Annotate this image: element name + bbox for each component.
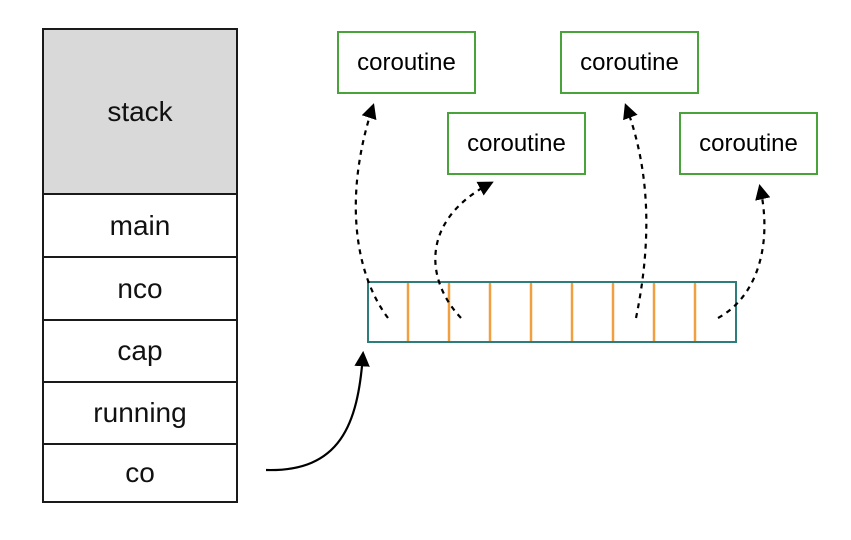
slot-to-coroutine-arrow (623, 103, 648, 319)
coroutine-label: coroutine (699, 129, 798, 157)
coroutine-label: coroutine (467, 129, 566, 157)
coroutine-box: coroutine (337, 31, 476, 94)
slot-to-coroutine-arrow (434, 181, 494, 319)
field-main-label: main (109, 209, 171, 241)
field-nco-label: nco (117, 272, 163, 304)
coroutine-label: coroutine (580, 48, 679, 76)
coroutine-box: coroutine (447, 112, 586, 175)
coroutine-label: coroutine (357, 48, 456, 76)
coroutine-box: coroutine (560, 31, 699, 94)
coroutine-array (367, 281, 737, 343)
field-running: running (44, 381, 236, 443)
field-cap: cap (44, 319, 236, 381)
field-cap-label: cap (117, 335, 163, 366)
co-pointer-arrow (265, 350, 370, 472)
stack-cell: stack (44, 30, 236, 193)
field-running-label: running (93, 397, 187, 428)
field-co-label: co (125, 457, 155, 488)
field-nco: nco (44, 256, 236, 319)
stack-struct: stack main nco cap running co (42, 28, 238, 503)
field-main: main (44, 193, 236, 256)
coroutine-box: coroutine (679, 112, 818, 175)
stack-label: stack (107, 95, 173, 127)
field-co: co (44, 443, 236, 501)
slot-to-coroutine-arrow (354, 103, 389, 319)
